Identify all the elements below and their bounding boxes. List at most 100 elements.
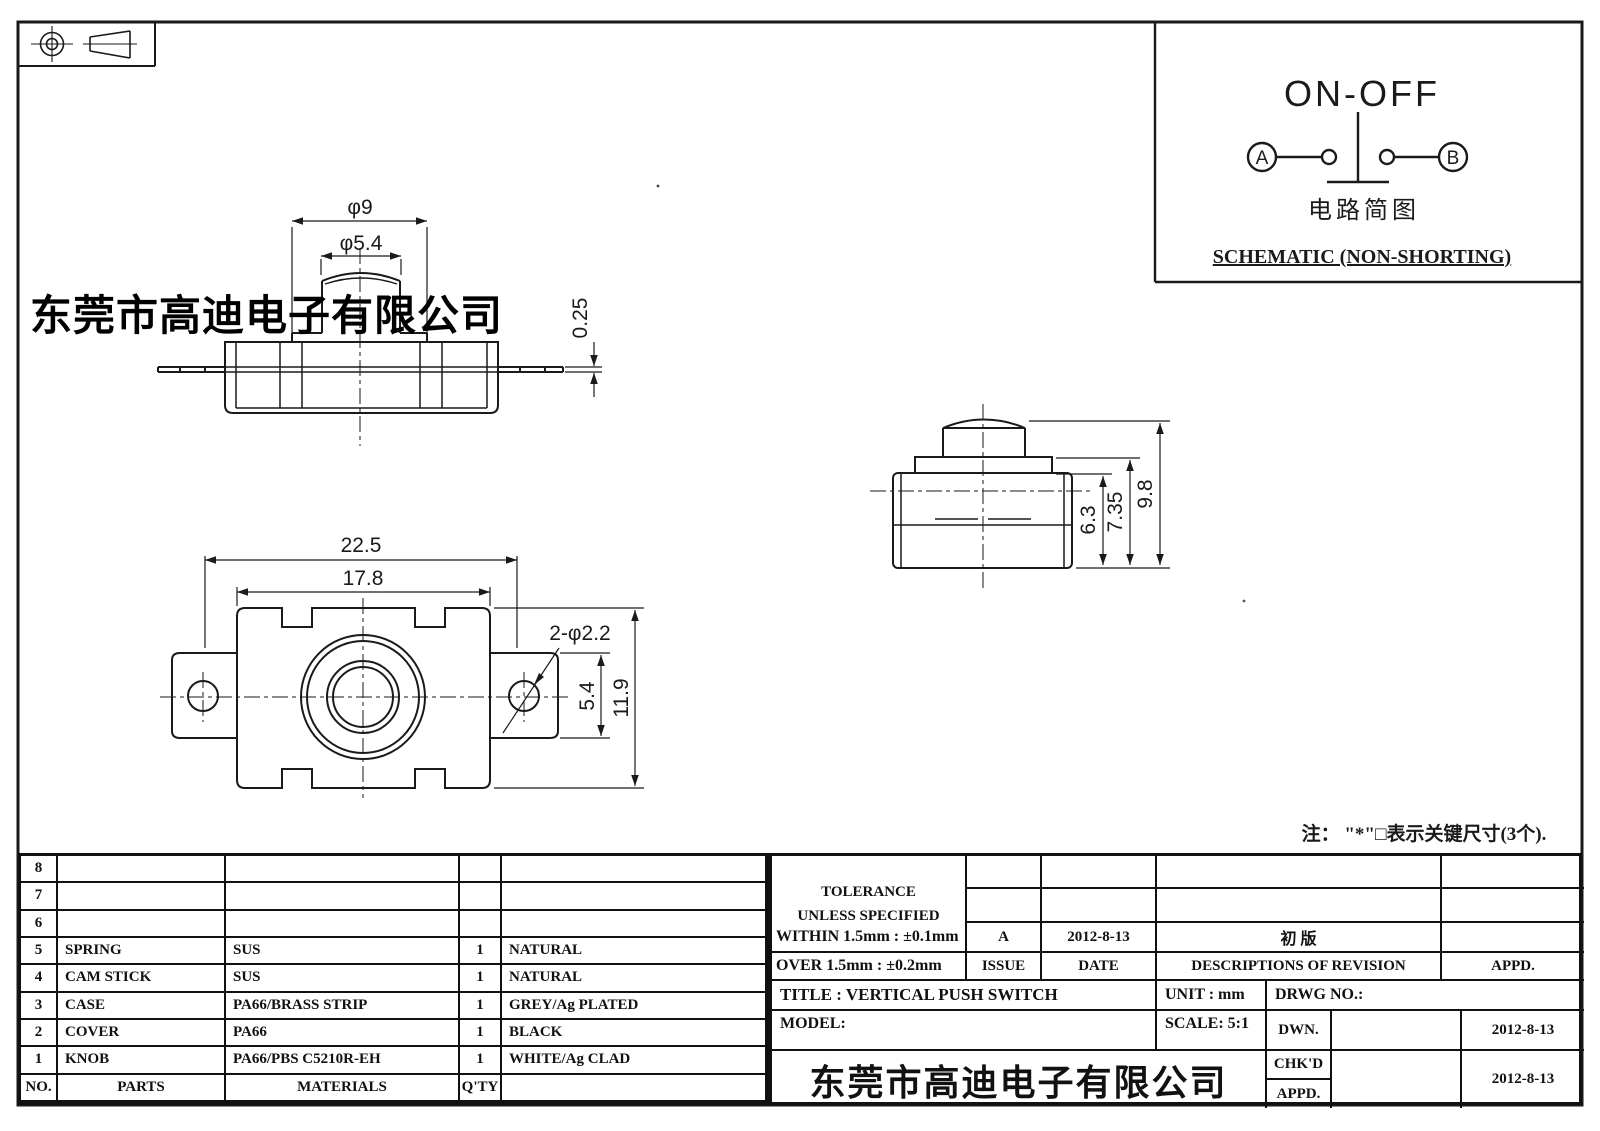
parts-header-parts: PARTS — [58, 1074, 226, 1102]
dwn-label: DWN. — [1267, 1011, 1332, 1051]
issue-value: A — [967, 923, 1042, 953]
revision-value: 初 版 — [1157, 923, 1442, 953]
parts-row-qty: 1 — [460, 1020, 502, 1048]
parts-row-part — [58, 910, 226, 938]
revision-appd-empty — [1442, 923, 1584, 953]
revision-empty-cell — [967, 856, 1042, 889]
revision-empty-cell — [1442, 856, 1584, 889]
drawing-title: TITLE : VERTICAL PUSH SWITCH — [772, 981, 1157, 1011]
parts-row-qty — [460, 883, 502, 911]
revision-empty-cell — [967, 889, 1042, 923]
bottom-view: 22.5 17.8 2-φ2.2 5.4 11.9 — [160, 534, 644, 798]
parts-row-part: KNOB — [58, 1047, 226, 1075]
appd-row-label: APPD. — [1267, 1080, 1332, 1108]
dim-mount-holes: 2-φ2.2 — [549, 622, 610, 645]
sheet-frame — [16, 20, 1584, 1107]
parts-row-no: 3 — [21, 992, 58, 1020]
revision-empty-cell — [1157, 889, 1442, 923]
dim-body-width: 17.8 — [343, 567, 384, 590]
scan-dot — [656, 184, 660, 188]
parts-row-qty: 1 — [460, 938, 502, 966]
parts-row-no: 8 — [21, 856, 58, 884]
parts-row-material — [226, 856, 460, 884]
parts-row-material: SUS — [226, 938, 460, 966]
tolerance-over: OVER 1.5mm : ±0.2mm — [772, 953, 967, 981]
parts-row-part — [58, 883, 226, 911]
dim-knob-base-dia: φ9 — [347, 196, 372, 219]
tolerance-within: WITHIN 1.5mm : ±0.1mm — [772, 923, 967, 953]
title-block: TOLERANCE UNLESS SPECIFIED WITHIN 1.5mm … — [770, 853, 1584, 1108]
drwg-no-cell: DRWG NO.: — [1267, 981, 1584, 1011]
parts-row-no: 1 — [21, 1047, 58, 1075]
schematic-caption-en: SCHEMATIC (NON-SHORTING) — [1213, 246, 1511, 268]
parts-row-qty: 1 — [460, 1047, 502, 1075]
parts-row-finish — [502, 910, 767, 938]
parts-row-no: 4 — [21, 965, 58, 993]
parts-row-finish: BLACK — [502, 1020, 767, 1048]
dim-hole-pitch: 22.5 — [341, 534, 382, 557]
unit-cell: UNIT : mm — [1157, 981, 1267, 1011]
date-value: 2012-8-13 — [1042, 923, 1157, 953]
tolerance-line1: TOLERANCE — [821, 883, 916, 900]
key-dimension-note: 注： "*"□表示关键尺寸(3个). — [1302, 822, 1547, 845]
company-name: 东莞市高迪电子有限公司 — [772, 1051, 1267, 1108]
parts-header-no: NO. — [21, 1074, 58, 1102]
parts-row-part: COVER — [58, 1020, 226, 1048]
dwn-signature-cell — [1332, 1011, 1462, 1051]
parts-header-finish — [502, 1074, 767, 1102]
projection-symbol-box — [18, 22, 156, 67]
parts-row-no: 5 — [21, 938, 58, 966]
parts-row-qty — [460, 910, 502, 938]
model-cell: MODEL: — [772, 1011, 1157, 1051]
parts-row-finish: NATURAL — [502, 965, 767, 993]
parts-row-material: PA66/BRASS STRIP — [226, 992, 460, 1020]
chkd-signature-cell — [1332, 1051, 1462, 1108]
parts-row-qty: 1 — [460, 965, 502, 993]
revision-empty-cell — [1042, 856, 1157, 889]
chkd-label: CHK'D — [1267, 1051, 1332, 1080]
revision-empty-cell — [1042, 889, 1157, 923]
parts-row-part — [58, 856, 226, 884]
schematic-caption-cn: 电路简图 — [1308, 197, 1420, 224]
scale-cell: SCALE: 5:1 — [1157, 1011, 1267, 1051]
revision-empty-cell — [1157, 856, 1442, 889]
revision-label: DESCRIPTIONS OF REVISION — [1157, 953, 1442, 981]
switch-symbol — [1246, 112, 1469, 184]
parts-row-no: 2 — [21, 1020, 58, 1048]
parts-row-no: 6 — [21, 910, 58, 938]
issue-label: ISSUE — [967, 953, 1042, 981]
leader-arrowhead — [534, 673, 544, 685]
parts-row-finish: NATURAL — [502, 938, 767, 966]
parts-row-material — [226, 910, 460, 938]
scan-dot — [1242, 599, 1246, 603]
parts-row-finish — [502, 856, 767, 884]
dim-knob-top-dia: φ5.4 — [340, 232, 383, 255]
dim-tab-width: 5.4 — [576, 681, 599, 711]
parts-row-qty: 1 — [460, 992, 502, 1020]
parts-row-finish — [502, 883, 767, 911]
parts-row-finish: WHITE/Ag CLAD — [502, 1047, 767, 1075]
parts-row-part: CASE — [58, 992, 226, 1020]
date-label: DATE — [1042, 953, 1157, 981]
dim-terminal-thickness: 0.25 — [569, 298, 592, 339]
dwn-date: 2012-8-13 — [1462, 1011, 1584, 1051]
side-view: 6.3 7.35 9.8 — [870, 404, 1170, 588]
first-angle-projection-icon — [31, 26, 137, 62]
revision-empty-cell — [1442, 889, 1584, 923]
parts-row-finish: GREY/Ag PLATED — [502, 992, 767, 1020]
dim-body-depth: 11.9 — [610, 678, 633, 717]
parts-row-material: SUS — [226, 965, 460, 993]
dim-mid-height: 7.35 — [1104, 492, 1127, 533]
parts-row-part: SPRING — [58, 938, 226, 966]
appd-label: APPD. — [1442, 953, 1584, 981]
company-watermark: 东莞市高迪电子有限公司 — [30, 292, 504, 339]
terminal-a-label: A — [1256, 148, 1269, 169]
parts-row-material: PA66/PBS C5210R-EH — [226, 1047, 460, 1075]
parts-row-material — [226, 883, 460, 911]
schematic-mode-label: ON-OFF — [1284, 73, 1440, 114]
parts-row-material: PA66 — [226, 1020, 460, 1048]
front-view: φ9 φ5.4 0.25 — [157, 196, 602, 446]
parts-row-no: 7 — [21, 883, 58, 911]
